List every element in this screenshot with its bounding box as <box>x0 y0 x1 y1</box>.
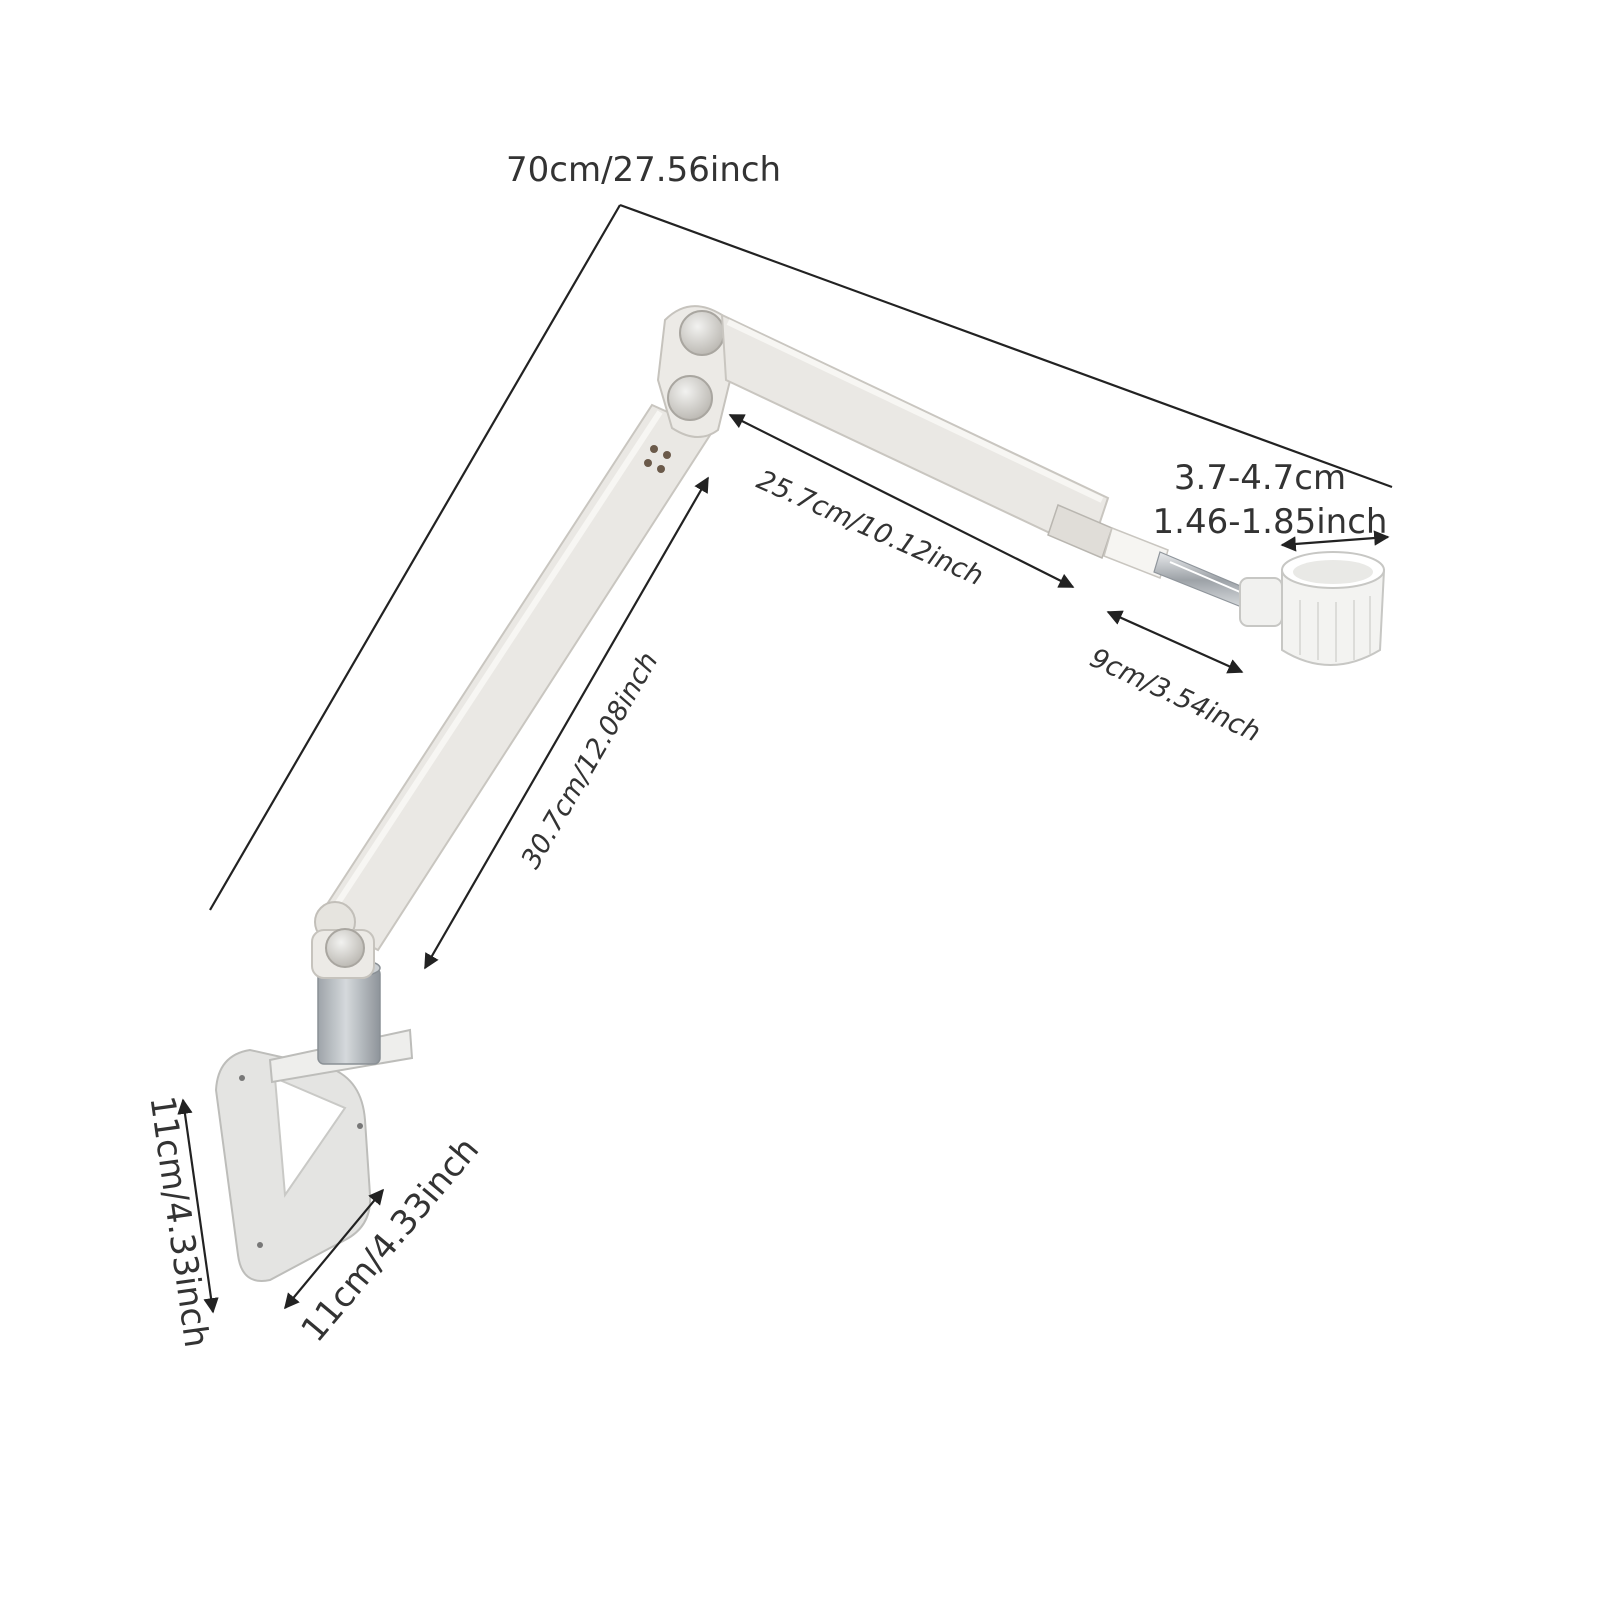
clamp-diameter-inch-label: 1.46-1.85inch <box>1152 502 1388 542</box>
lower-arm-dimension-line <box>424 476 709 970</box>
elbow-joint <box>644 305 737 473</box>
wall-mount-arm <box>214 305 1386 1282</box>
upper-arm-dimension-line <box>728 414 1075 588</box>
upper-arm <box>720 313 1169 579</box>
overall-dimension-line-left <box>209 204 621 911</box>
overall-length-label: 70cm/27.56inch <box>506 150 782 190</box>
base-width-dimension-line <box>284 1188 384 1310</box>
extension-rod <box>1153 551 1251 609</box>
base-height-dimension-line <box>177 1098 219 1314</box>
clamp-ring <box>1239 551 1386 666</box>
overall-dimension-line-right <box>619 203 1393 489</box>
clamp-diameter-cm-label: 3.7-4.7cm <box>1173 458 1347 498</box>
dimension-lines <box>177 203 1393 1314</box>
clamp-diameter-line <box>1280 530 1390 552</box>
lower-arm <box>311 403 714 979</box>
rod-dimension-line <box>1106 610 1244 674</box>
